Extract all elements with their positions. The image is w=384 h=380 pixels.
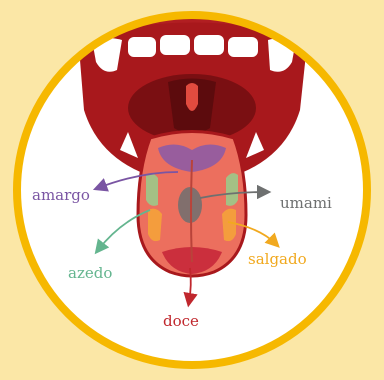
label-salgado: salgado [248,250,307,268]
label-amargo: amargo [32,186,90,204]
zone-umami [178,187,202,223]
label-umami: umami [280,194,332,212]
tongue [138,132,246,277]
zone-azedo-right [226,173,238,206]
label-doce: doce [163,312,199,330]
zone-salgado [222,209,236,241]
zone-azedo [146,173,158,206]
zone-salgado-left [148,209,162,241]
label-azedo: azedo [68,264,112,282]
